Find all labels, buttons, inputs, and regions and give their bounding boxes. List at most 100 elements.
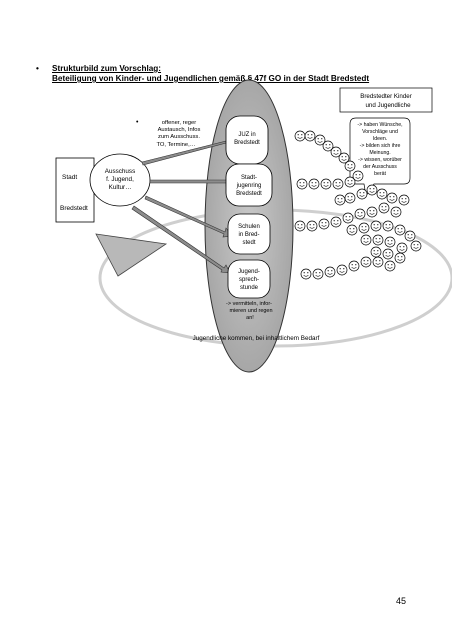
heading: • Strukturbild zum Vorschlag: Beteiligun… (36, 64, 436, 84)
arrows (131, 135, 239, 274)
js-line-3: stunde (240, 285, 259, 291)
smiley-icon (396, 242, 408, 254)
smiley-icon (336, 264, 348, 276)
institution-stadtjugendring: Stadt- jugenring Bredstedt (225, 163, 273, 207)
smiley-icon (372, 256, 384, 268)
bottom-label: Jugendliche kommen, bei inhaltlichem Bed… (193, 335, 320, 342)
smiley-icon (384, 260, 396, 272)
smiley-icon (338, 152, 350, 164)
exchange-note: • offener, reger Austausch, Infos zum Au… (136, 119, 201, 148)
ellipse-note-line-3: an! (246, 315, 254, 321)
bubble-line-8: berät (374, 171, 386, 177)
exchange-line-1: offener, reger (162, 120, 196, 126)
committee-line-3: Kultur… (109, 184, 132, 191)
smiley-icon (360, 256, 372, 268)
arrow-to-jugendsprechstunde (131, 205, 231, 274)
smiley-icon (334, 194, 346, 206)
sjr-line-1: Stadt- (241, 175, 257, 181)
bubble-line-7: der Ausschuss (363, 164, 397, 170)
schulen-line-2: in Bred- (238, 232, 259, 238)
smiley-icon (332, 178, 344, 190)
committee-node: Ausschuss f. Jugend, Kultur… (89, 153, 151, 207)
smiley-icon (346, 224, 358, 236)
smiley-icon (384, 236, 396, 248)
bredstedt-label: Bredstedt (60, 205, 88, 212)
schulen-line-1: Schulen (238, 224, 260, 230)
sjr-line-2: jugenring (236, 183, 262, 189)
smiley-icon (360, 234, 372, 246)
smiley-icon (382, 248, 394, 260)
smiley-icon (398, 194, 410, 206)
institution-juz: JUZ in Bredstedt (225, 115, 269, 165)
institution-jugendsprechstunde: Jugend- sprech- stunde (227, 259, 271, 299)
stadt-label: Stadt (62, 174, 77, 181)
page-number: 45 (396, 596, 407, 606)
smiley-icon (320, 178, 332, 190)
smiley-icon (318, 218, 330, 230)
smiley-icon (352, 170, 364, 182)
smiley-icon (344, 160, 356, 172)
smiley-icon (372, 234, 384, 246)
schulen-line-3: stedt (242, 240, 255, 246)
smiley-icon (354, 208, 366, 220)
smiley-icon (394, 224, 406, 236)
loop-arrow-head (95, 233, 168, 277)
ellipse-note: -> vermitteln, infor- mieren und regen a… (226, 301, 273, 321)
smiley-icon (314, 134, 326, 146)
bubble-line-2: Vorschläge und (362, 129, 398, 135)
smiley-icon (370, 246, 382, 258)
juz-line-1: JUZ in (238, 132, 255, 138)
smiley-icon (344, 176, 356, 188)
js-line-1: Jugend- (238, 269, 260, 275)
exchange-line-2: Austausch, Infos (158, 127, 201, 133)
smiley-icon (358, 222, 370, 234)
youth-smiley-group (294, 130, 422, 280)
smiley-icon (366, 184, 378, 196)
youth-label-line-1: Bredstedter Kinder (360, 93, 412, 100)
smiley-icon (386, 192, 398, 204)
bubble-line-6: -> wissen, worüber (358, 157, 402, 163)
smiley-icon (324, 266, 336, 278)
smiley-icon (306, 220, 318, 232)
youth-label-line-2: und Jugendliche (365, 102, 411, 109)
ellipse-note-line-1: -> vermitteln, infor- (226, 301, 272, 307)
ellipse-note-line-2: mieren und regen (229, 308, 272, 314)
stadt-box: Stadt Bredstedt (55, 157, 95, 223)
smiley-icon (300, 268, 312, 280)
bubble-line-5: Meinung. (369, 150, 390, 156)
smiley-icon (304, 130, 316, 142)
juz-line-2: Bredstedt (234, 140, 260, 146)
smiley-icon (294, 220, 306, 232)
smiley-icon (378, 202, 390, 214)
smiley-icon (410, 240, 422, 252)
exchange-line-4: TO, Termine,… (156, 142, 195, 148)
smiley-icon (366, 206, 378, 218)
smiley-icon (330, 146, 342, 158)
smiley-icon (348, 260, 360, 272)
arrow-to-schulen (144, 195, 233, 238)
js-line-2: sprech- (239, 277, 259, 283)
smiley-icon (382, 220, 394, 232)
exchange-line-3: zum Ausschuss. (158, 134, 200, 140)
heading-bullet: • (36, 64, 39, 73)
smiley-icon (404, 230, 416, 242)
youth-label-box: Bredstedter Kinder und Jugendliche (339, 87, 433, 113)
youth-speech-bubble: -> haben Wünsche, Vorschläge und Ideen. … (349, 117, 411, 197)
smiley-icon (342, 212, 354, 224)
smiley-icon (390, 206, 402, 218)
bubble-line-1: -> haben Wünsche, (357, 122, 402, 128)
smiley-icon (356, 188, 368, 200)
bubble-line-4: -> bilden sich ihre (360, 143, 401, 149)
committee-line-2: f. Jugend, (106, 176, 134, 183)
institution-schulen: Schulen in Bred- stedt (227, 213, 271, 255)
smiley-icon (344, 192, 356, 204)
heading-line-1: Strukturbild zum Vorschlag: (52, 64, 162, 73)
smiley-icon (370, 220, 382, 232)
smiley-icon (296, 178, 308, 190)
smiley-icon (312, 268, 324, 280)
sjr-line-3: Bredstedt (236, 191, 262, 197)
exchange-bullet: • (136, 119, 139, 126)
smiley-icon (376, 188, 388, 200)
smiley-icon (322, 140, 334, 152)
smiley-icon (394, 252, 406, 264)
